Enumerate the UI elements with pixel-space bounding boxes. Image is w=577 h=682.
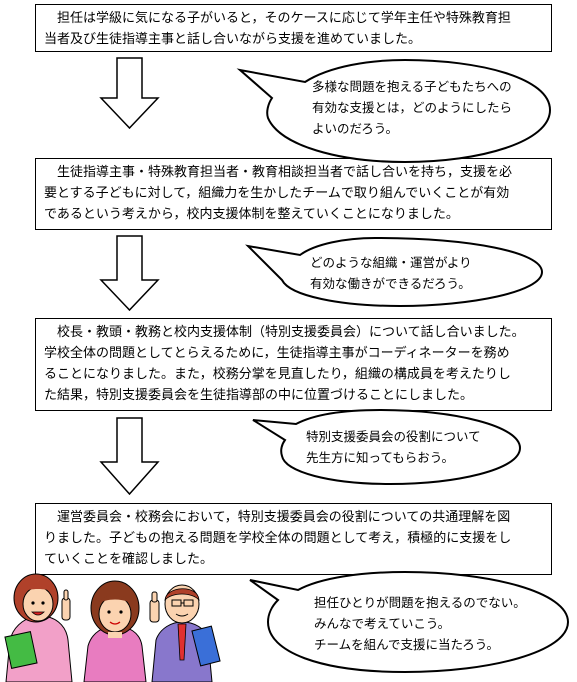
teacher-1-illustration — [4, 573, 73, 682]
flow-step-3: 校長・教頭・教務と校内支援体制（特別支援委員会）について話し合いました。 学校全… — [35, 318, 552, 411]
speech-bubble-4 — [249, 570, 570, 674]
down-arrow-1 — [99, 57, 160, 130]
bubble-text-1: 多様な問題を抱える子どもたちへの 有効な支援とは，どのようにしたら よいのだろう… — [312, 79, 513, 136]
speech-bubble-3 — [252, 408, 522, 486]
teacher-3-illustration — [149, 584, 221, 682]
bubble-text-3: 特別支援委員会の役割について 先生方に知ってもらおう。 — [306, 429, 481, 465]
speech-bubble-1 — [236, 58, 552, 164]
speech-bubble-2 — [245, 236, 544, 308]
down-arrow-2 — [99, 235, 160, 312]
down-arrow-3 — [99, 417, 160, 496]
teacher-2-illustration — [83, 580, 147, 682]
flow-step-4: 運営委員会・校務会において，特別支援委員会の役割についての共通理解を図 りました… — [35, 503, 552, 575]
flow-step-2: 生徒指導主事・特殊教育担当者・教育相談担当者で話し合いを持ち，支援を必 要とする… — [35, 158, 552, 230]
flow-step-1: 担任は学級に気になる子がいると，そのケースに応じて学年主任や特殊教育担 当者及び… — [35, 4, 552, 52]
bubble-text-2: どのような組織・運営がより 有効な働きができるだろう。 — [310, 255, 472, 291]
bubble-text-4: 担任ひとりが問題を抱えるのでない。 みんなで考えていこう。 チームを組んで支援に… — [314, 595, 526, 652]
